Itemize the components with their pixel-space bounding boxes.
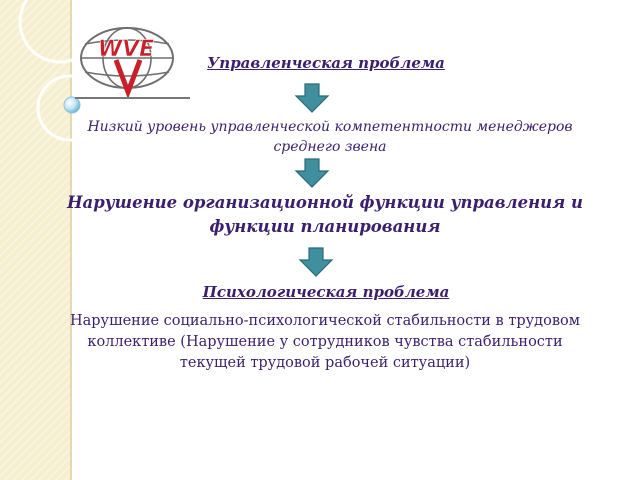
heading-management-problem: Управленческая проблема (207, 54, 445, 72)
logo: WVE (80, 27, 174, 100)
logo-underline (75, 97, 190, 99)
heading-organizational-violation: Нарушение организационной функции управл… (66, 193, 584, 236)
band-edge-line (70, 0, 72, 480)
down-arrow-icon (294, 83, 330, 113)
decorative-circles (18, 0, 104, 142)
decor-circle-medium (36, 74, 104, 142)
down-arrow-icon (294, 158, 330, 188)
description-low-competence: Низкий уровень управленческой компетентн… (87, 119, 573, 155)
description-stability-violation: Нарушение социально-психологической стаб… (69, 313, 580, 371)
down-arrow-icon (298, 247, 334, 277)
logo-letters: WVE (98, 37, 154, 100)
heading-psychological-problem: Психологическая проблема (202, 283, 450, 301)
decor-circle-large (18, 0, 102, 64)
decor-bubble (63, 96, 81, 114)
left-decorative-band (0, 0, 70, 480)
svg-text:WVE: WVE (98, 37, 154, 62)
